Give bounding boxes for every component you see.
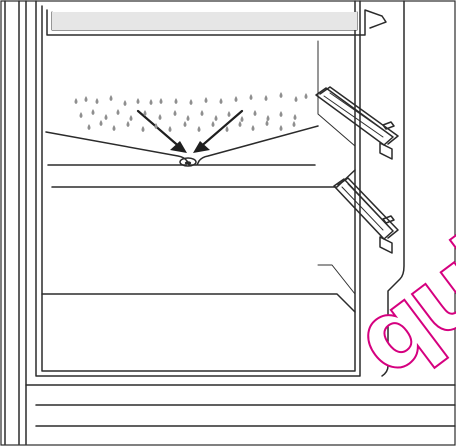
top-shelf-glass xyxy=(52,12,357,30)
drain-hole-core xyxy=(185,161,191,165)
